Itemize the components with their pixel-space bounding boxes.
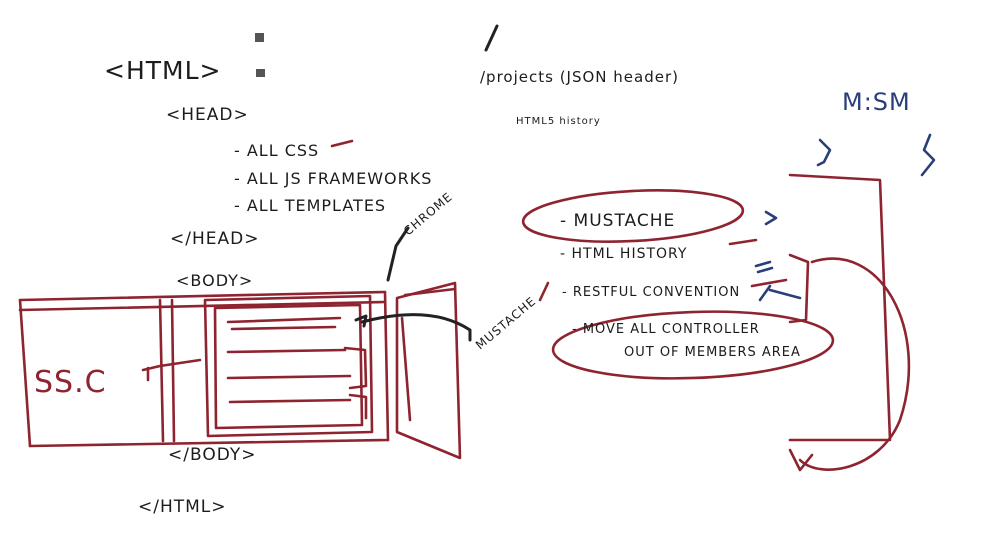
heading-check: [764, 210, 778, 226]
todo-item-move-line1: - MOVE ALL CONTROLLER: [572, 322, 760, 337]
todo-item-restful: - RESTFUL CONVENTION: [562, 285, 740, 300]
route-root-slash: [484, 24, 499, 52]
move-controller-circle: [551, 310, 835, 380]
body-close-tag: </BODY>: [168, 445, 257, 465]
inner-bracket: [788, 253, 810, 324]
bullet-dot: [256, 69, 265, 77]
ratio-note: M:SM: [842, 88, 911, 116]
head-open-tag: <HEAD>: [166, 105, 249, 125]
sidebar-text: SS.C: [34, 365, 107, 400]
ratio-brace-left: [816, 138, 832, 167]
restful-blue-mark: [754, 260, 774, 274]
mustache-circle: [521, 189, 745, 243]
mustache-pointer-line: [360, 313, 472, 342]
history-underline: [728, 238, 758, 246]
mustache-label: MUSTACHE: [473, 294, 539, 352]
restful-underline: [750, 278, 788, 288]
bullet-dot: [255, 33, 264, 42]
chrome-label: CHROME: [401, 190, 455, 239]
todo-item-html-history: - HTML HISTORY: [560, 246, 687, 262]
todo-item-move-line2: OUT OF MEMBERS AREA: [624, 345, 801, 360]
mustache-arrow-head: [354, 314, 368, 328]
head-item-templates: - ALL TEMPLATES: [234, 196, 386, 215]
browser-layout-sketch: [18, 281, 462, 460]
chrome-pointer-line: [386, 226, 410, 282]
html-close-tag: </HTML>: [138, 497, 227, 517]
route-projects: /projects (JSON header): [480, 68, 679, 86]
css-check-mark: [330, 139, 354, 148]
head-item-js: - ALL JS FRAMEWORKS: [234, 169, 432, 188]
head-close-tag: </HEAD>: [170, 229, 259, 249]
loop-arrow-head: [788, 448, 814, 472]
route-history-note: HTML5 history: [516, 116, 601, 127]
head-item-css: - ALL CSS: [234, 141, 319, 160]
restful-blue-arrow: [758, 284, 802, 302]
loop-arrow: [798, 257, 911, 471]
ratio-brace-right: [920, 133, 936, 177]
body-open-tag: <BODY>: [176, 271, 253, 290]
todo-bracket: [788, 173, 892, 442]
html-open-tag: <HTML>: [104, 56, 221, 85]
todo-heading: - MUSTACHE: [560, 211, 675, 231]
mustache-tick: [538, 281, 550, 302]
